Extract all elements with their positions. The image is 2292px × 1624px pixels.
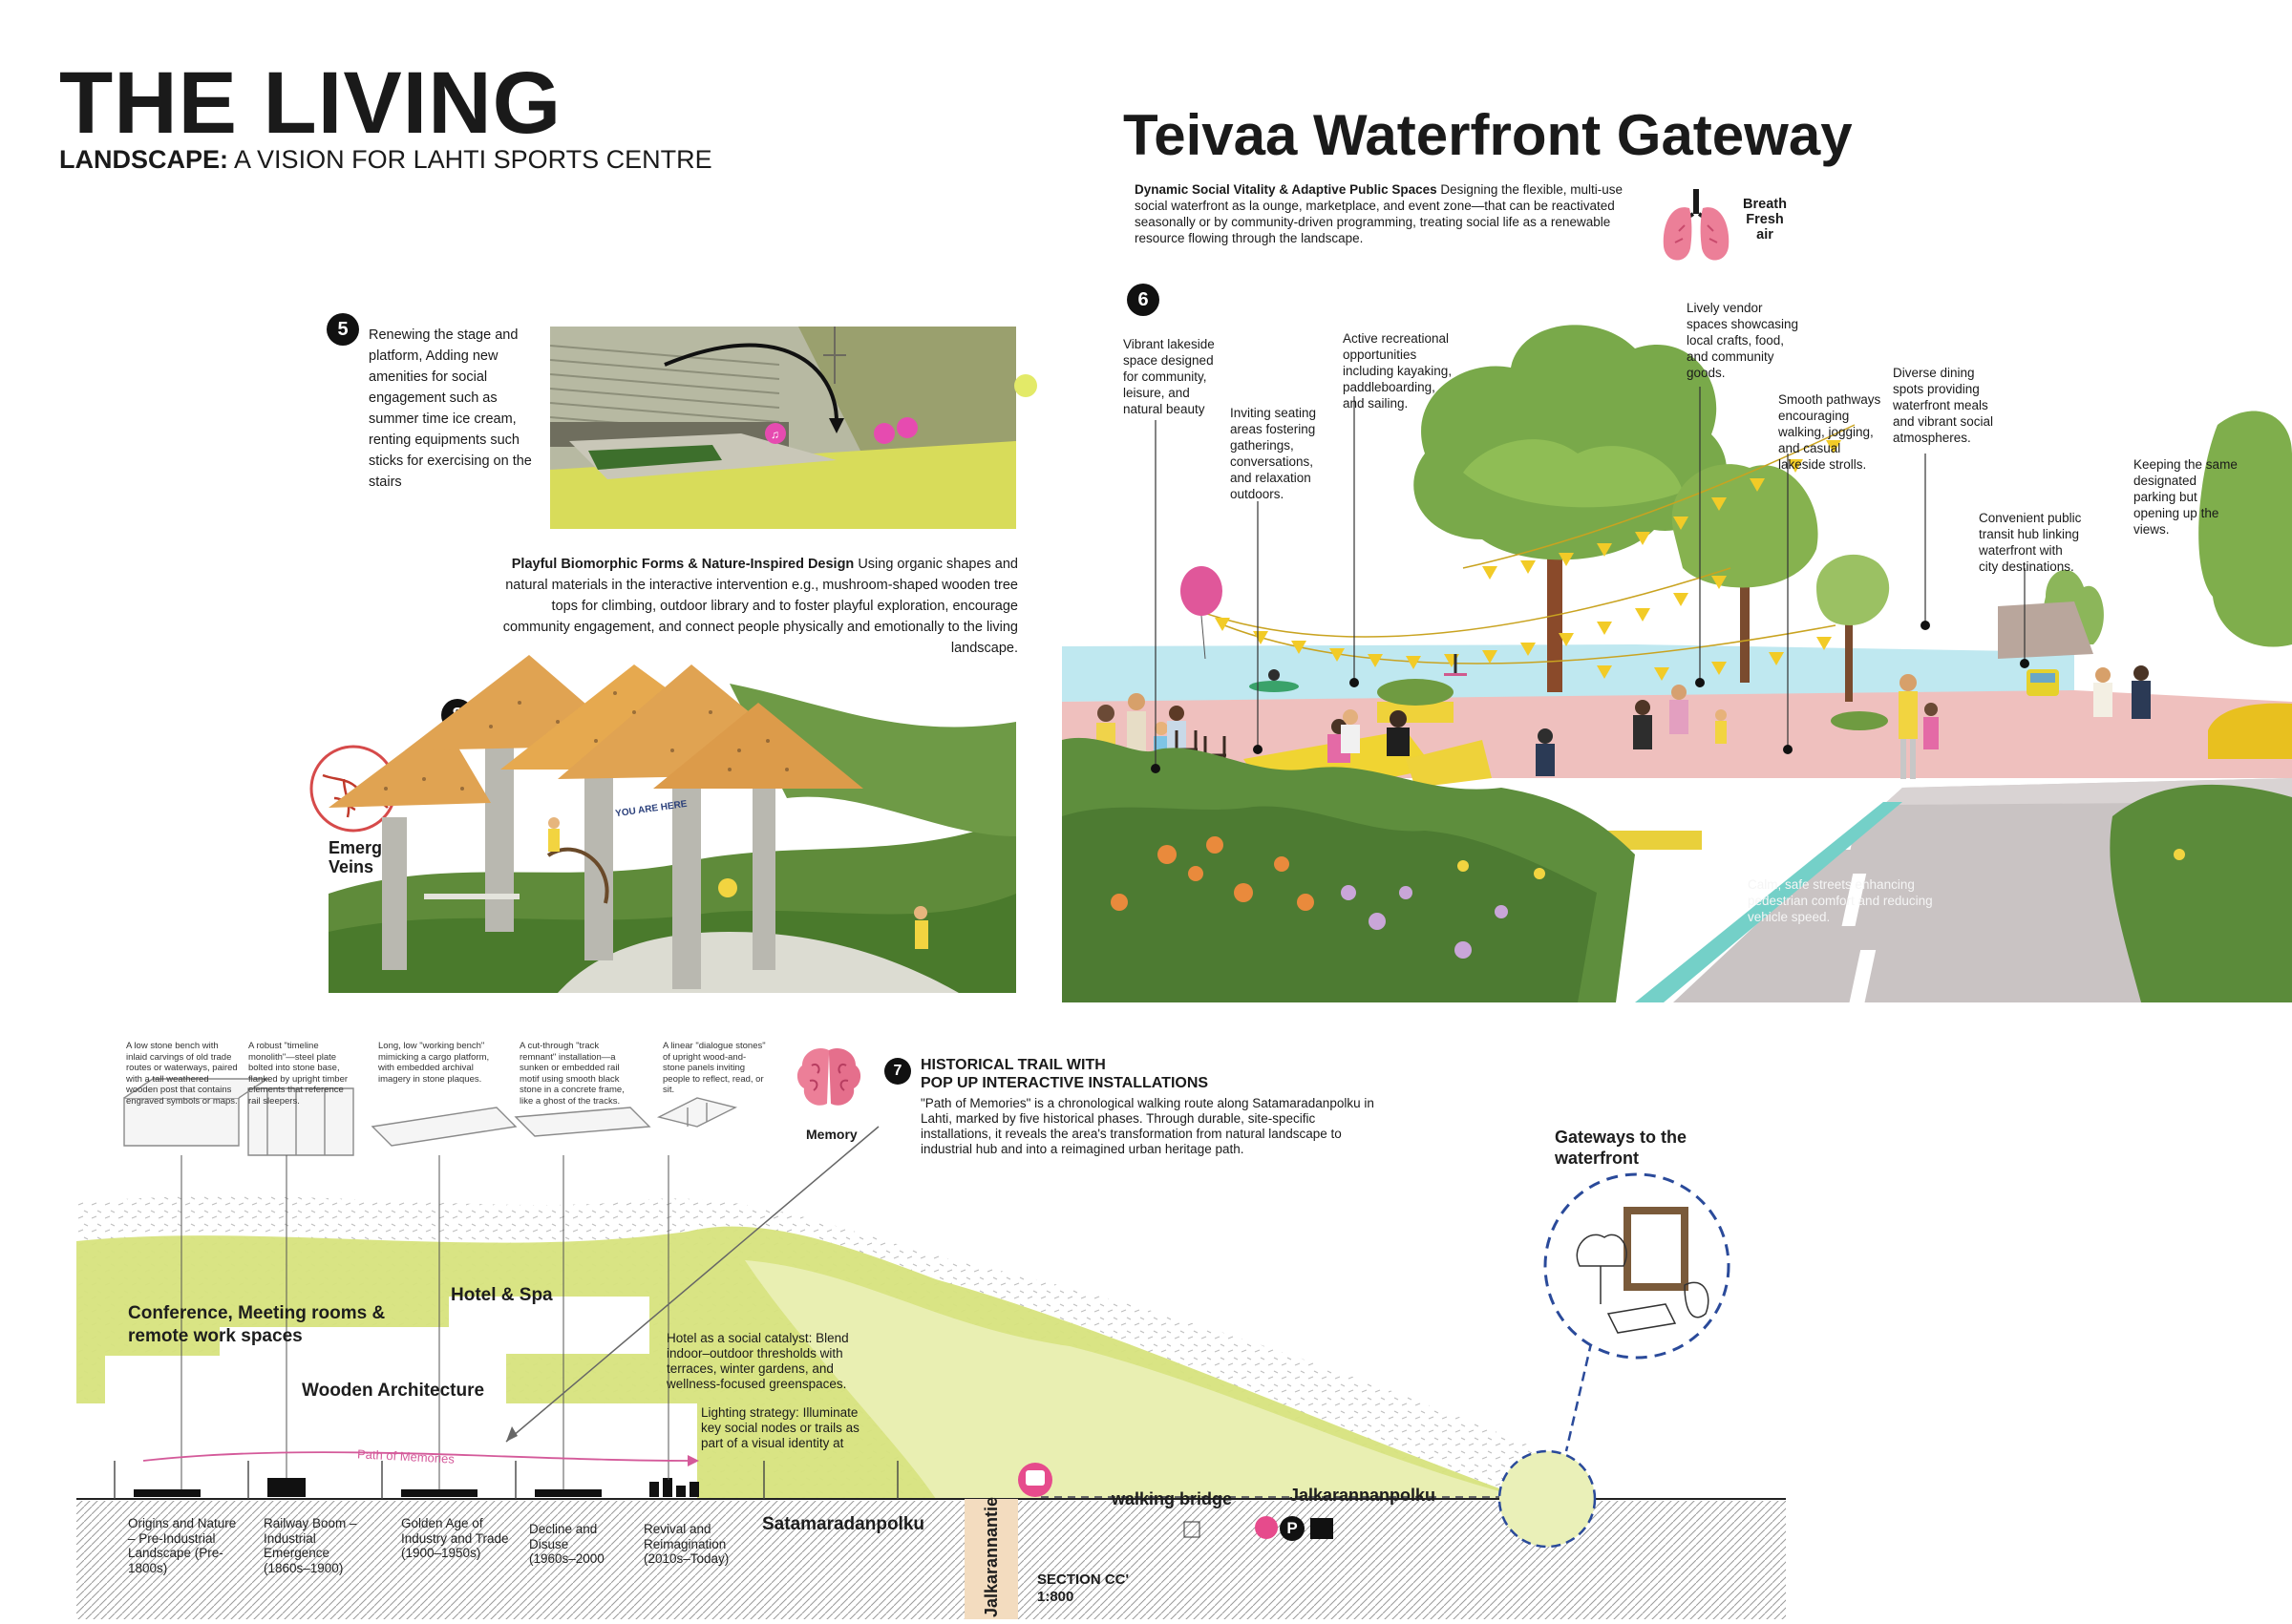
annotation-vendor: Lively vendor spaces showcasing local cr…: [1687, 301, 1799, 380]
trail-title-line2: POP UP INTERACTIVE INSTALLATIONS: [921, 1075, 1209, 1091]
annotation-seating: Inviting seating areas fostering gatheri…: [1230, 406, 1317, 501]
era-3: Golden Age of Industry and Trade (1900–1…: [401, 1516, 509, 1560]
stage-text: Renewing the stage and platform, Adding …: [369, 327, 532, 490]
gateway-intro-rest: Designing the flexible, multi-use social…: [1135, 182, 1623, 245]
playful-rest: Using organic shapes and natural materia…: [502, 557, 1018, 656]
installation-2: A robust "timeline monolith"—steel plate…: [248, 1041, 349, 1107]
section-scale: 1:800: [1037, 1589, 1074, 1605]
walking-bridge-label: walking bridge: [1112, 1489, 1233, 1508]
satamaradanpolku-label: Satamaradanpolku: [762, 1514, 924, 1534]
subtitle-bold: LANDSCAPE:: [59, 145, 229, 174]
brain-icon: [791, 1041, 867, 1117]
installation-4: A cut-through "track remnant" installati…: [520, 1041, 625, 1107]
subtitle-rest: A VISION FOR LAHTI SPORTS CENTRE: [228, 145, 712, 174]
trail-text: "Path of Memories" is a chronological wa…: [921, 1096, 1374, 1156]
annotation-transit: Convenient public transit hub linking wa…: [1979, 511, 2082, 574]
stage-marker-icon: [1014, 374, 1037, 397]
playful-text: Playful Biomorphic Forms & Nature-Inspir…: [497, 554, 1018, 659]
annotation-dining: Diverse dining spots providing waterfron…: [1893, 366, 1994, 445]
trail-title: HISTORICAL TRAIL WITH POP UP INTERACTIVE…: [921, 1056, 1208, 1092]
annotation-pathways: Smooth pathways encouraging walking, jog…: [1778, 392, 1881, 472]
annotation-lakeside: Vibrant lakeside space designed for comm…: [1123, 337, 1215, 416]
parked-car: [2208, 703, 2292, 759]
gateway-intro-bold: Dynamic Social Vitality & Adaptive Publi…: [1135, 182, 1437, 197]
section-drawing: [76, 1041, 1786, 1619]
lighting-note: Lighting strategy: Illuminate key social…: [701, 1405, 860, 1450]
era-5: Revival and Reimagination (2010s–Today): [644, 1522, 730, 1566]
installation-3: Long, low "working bench" mimicking a ca…: [378, 1041, 490, 1085]
badge-5: 5: [327, 313, 359, 346]
hotel-note: Hotel as a social catalyst: Blend indoor…: [667, 1331, 849, 1391]
jalkarannanpolku-label: Jalkarannanpolku: [1289, 1486, 1436, 1505]
era-4: Decline and Disuse (1960s–2000: [529, 1522, 605, 1566]
gateway-detail: [1541, 1171, 1732, 1361]
waterfront-illustration: [1062, 282, 2292, 1002]
annotation-streets: Calm, safe streets enhancing pedestrian …: [1748, 877, 1933, 924]
toilet-icon: [1310, 1518, 1333, 1539]
lungs-icon: [1658, 187, 1734, 265]
mushroom-cap-5: [653, 703, 863, 789]
page-title: THE LIVING: [59, 54, 562, 152]
section-name: SECTION CC': [1037, 1571, 1130, 1588]
gateways-label: Gateways to the waterfront: [1555, 1128, 1687, 1168]
annotation-recreation: Active recreational opportunities includ…: [1343, 331, 1453, 411]
pink-marker-icon: [1255, 1516, 1278, 1539]
parking-icon: P: [1280, 1516, 1305, 1541]
memory-label: Memory: [806, 1127, 858, 1142]
svg-text:♫: ♫: [771, 428, 779, 441]
hotel-label: Hotel & Spa: [451, 1285, 553, 1305]
badge-6: 6: [1127, 284, 1159, 316]
conference-label: Conference, Meeting rooms & remote work …: [128, 1303, 386, 1346]
lake-water: [1062, 644, 2074, 702]
mushroom-illustration: [329, 645, 1016, 993]
gateway-title: Teivaa Waterfront Gateway: [1123, 103, 1853, 167]
balloon: [1180, 566, 1222, 616]
era-1: Origins and Nature – Pre-Industrial Land…: [128, 1516, 237, 1575]
annotation-parking: Keeping the same designated parking but …: [2133, 457, 2238, 537]
breath-label: Breath Fresh air: [1743, 197, 1787, 243]
page-subtitle: LANDSCAPE: A VISION FOR LAHTI SPORTS CEN…: [59, 147, 712, 173]
jalkarannantie-label: Jalkarannantie: [982, 1496, 1001, 1617]
badge-7: 7: [884, 1058, 911, 1085]
era-2: Railway Boom – Industrial Emergence (186…: [264, 1516, 357, 1575]
installation-1: A low stone bench with inlaid carvings o…: [126, 1041, 238, 1107]
installation-5: A linear "dialogue stones" of upright wo…: [663, 1041, 766, 1095]
trail-title-line1: HISTORICAL TRAIL WITH: [921, 1057, 1106, 1073]
section-label: SECTION CC' 1:800: [1037, 1571, 1129, 1606]
stage-illustration: ♫: [550, 327, 1016, 529]
gateway-intro: Dynamic Social Vitality & Adaptive Publi…: [1135, 181, 1631, 246]
wooden-label: Wooden Architecture: [302, 1381, 485, 1401]
playful-bold: Playful Biomorphic Forms & Nature-Inspir…: [511, 557, 855, 572]
